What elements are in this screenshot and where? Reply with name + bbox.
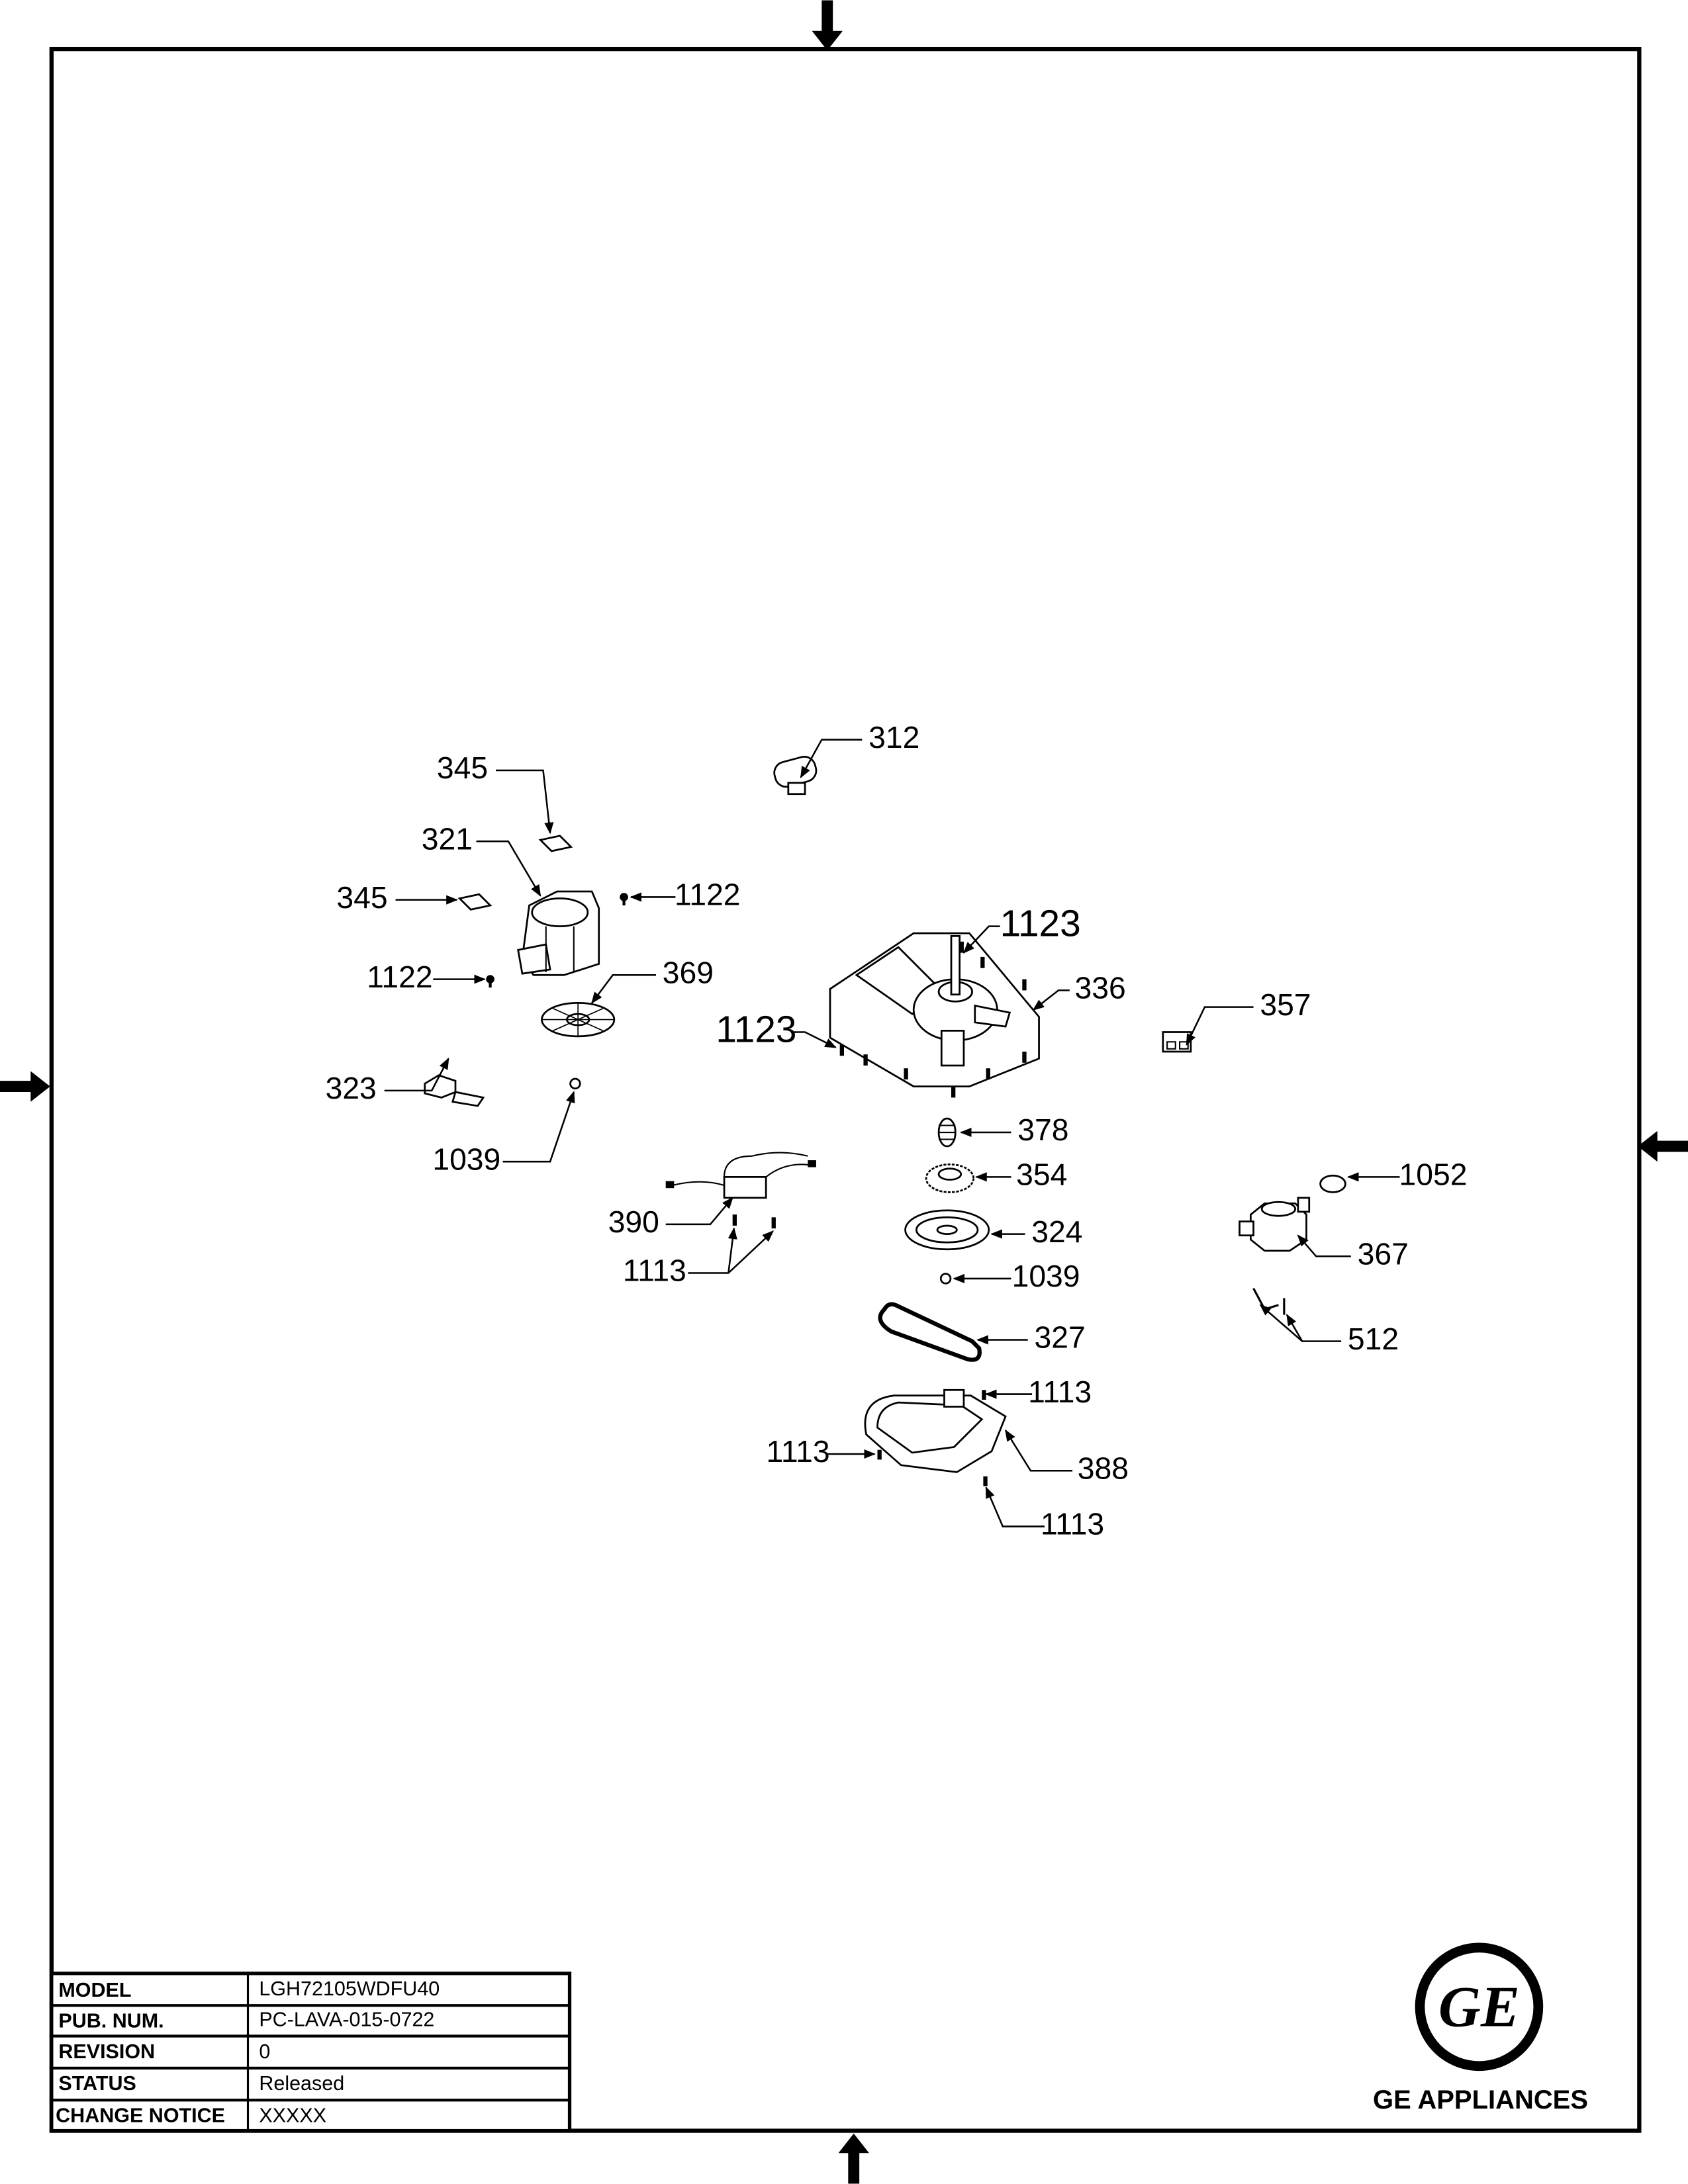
part-345-pad-left — [457, 893, 492, 911]
callout-1039: 1039 — [432, 1142, 500, 1176]
leader-lines — [384, 739, 1400, 1527]
callout-1039: 1039 — [1012, 1259, 1080, 1293]
callout-369: 369 — [663, 955, 714, 989]
part-1039-nut — [569, 1077, 581, 1090]
arrow-bottom-icon — [838, 2133, 869, 2184]
callout-390: 390 — [608, 1205, 659, 1239]
callout-1113: 1113 — [1041, 1507, 1104, 1541]
part-321-motor — [517, 890, 600, 976]
callout-1122: 1122 — [367, 960, 432, 994]
callout-378: 378 — [1017, 1113, 1068, 1147]
arrow-top-icon — [812, 0, 843, 51]
model-label: MODEL — [58, 1979, 131, 2001]
part-1123-screws — [839, 941, 1027, 1098]
part-324-pulley — [904, 1209, 990, 1251]
callout-1122: 1122 — [675, 878, 741, 912]
pub-num-value: PC-LAVA-015-0722 — [259, 2008, 434, 2030]
part-354-gear — [925, 1163, 975, 1193]
callout-1052: 1052 — [1399, 1158, 1468, 1192]
title-block: MODEL LGH72105WDFU40 PUB. NUM. PC-LAVA-0… — [50, 1972, 572, 2133]
callout-1113: 1113 — [1028, 1375, 1092, 1409]
callout-324: 324 — [1031, 1214, 1082, 1249]
callout-388: 388 — [1078, 1451, 1129, 1485]
revision-value: 0 — [259, 2040, 270, 2063]
part-1039-nut-center — [939, 1273, 952, 1285]
part-378-spring — [937, 1117, 957, 1148]
callout-321: 321 — [422, 822, 473, 856]
part-388-base — [864, 1388, 1007, 1473]
change-notice-value: XXXXX — [259, 2105, 326, 2127]
change-notice-label: CHANGE NOTICE — [56, 2105, 225, 2127]
callout-357: 357 — [1260, 987, 1311, 1022]
status-label: STATUS — [58, 2072, 136, 2095]
callout-312: 312 — [868, 720, 919, 754]
callout-1123: 1123 — [1000, 903, 1081, 945]
callout-336: 336 — [1075, 971, 1126, 1005]
part-369-fan — [541, 1001, 616, 1038]
pub-num-label: PUB. NUM. — [58, 2010, 164, 2032]
part-512-screws — [1252, 1287, 1286, 1315]
part-323-switch — [424, 1074, 485, 1107]
callout-1113: 1113 — [623, 1253, 686, 1288]
callout-512: 512 — [1348, 1322, 1399, 1356]
callout-labels: 345 321 345 1122 1122 369 323 1039 312 1… — [326, 720, 1468, 1541]
callout-345: 345 — [437, 751, 488, 785]
callout-1113: 1113 — [767, 1434, 830, 1469]
ge-appliances-caption: GE APPLIANCES — [1373, 2085, 1588, 2115]
part-1113-screws-harness — [732, 1214, 776, 1229]
part-312-capacitor — [773, 756, 818, 796]
part-327-belt — [878, 1302, 982, 1362]
callout-323: 323 — [326, 1071, 377, 1105]
callout-354: 354 — [1016, 1158, 1067, 1192]
callout-367: 367 — [1358, 1236, 1409, 1271]
part-390-harness — [665, 1152, 816, 1199]
callout-327: 327 — [1035, 1320, 1086, 1355]
callout-1123: 1123 — [716, 1009, 796, 1051]
part-345-pad-top — [538, 835, 573, 852]
arrow-right-icon — [1638, 1130, 1688, 1162]
status-value: Released — [259, 2072, 344, 2095]
ge-logo: GE GE APPLIANCES — [1373, 1942, 1588, 2115]
drawing-frame — [49, 46, 1642, 2133]
revision-label: REVISION — [58, 2040, 155, 2063]
callout-345: 345 — [336, 880, 387, 915]
arrow-left-icon — [0, 1071, 50, 1102]
part-367-pump — [1239, 1197, 1311, 1252]
model-value: LGH72105WDFU40 — [259, 1978, 440, 2000]
part-1113-screws-base — [877, 1390, 988, 1486]
svg-text:GE: GE — [1438, 1975, 1520, 2040]
part-1052-clamp — [1319, 1174, 1346, 1193]
part-357-bracket — [1162, 1031, 1192, 1053]
part-1122-screws — [486, 893, 628, 988]
part-336-mounting-plate — [829, 932, 1040, 1087]
